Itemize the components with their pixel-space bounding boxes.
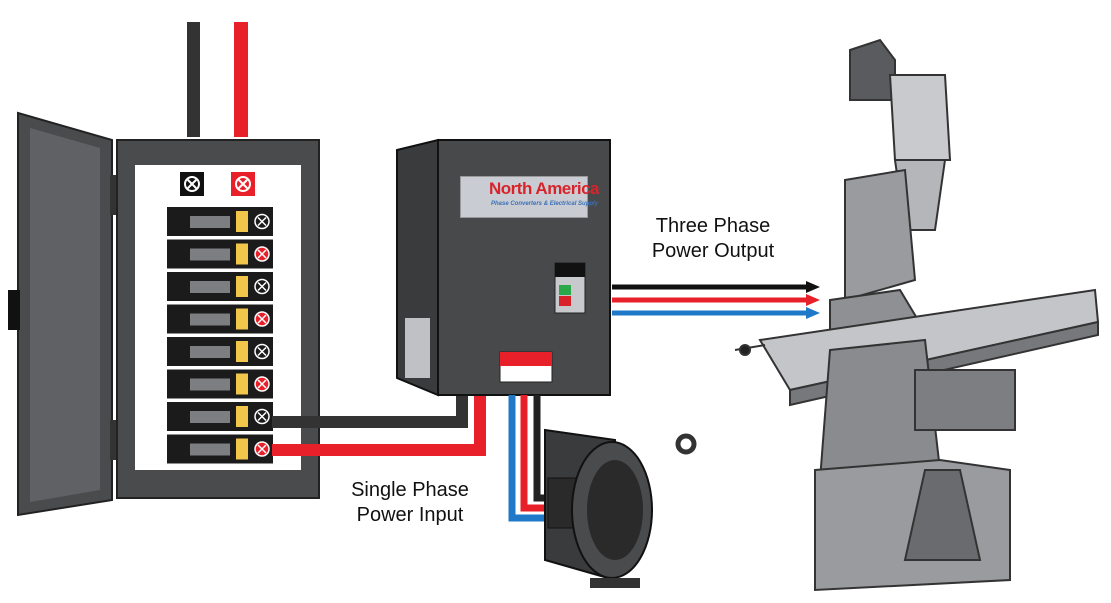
output-label-line1: Three Phase [655,215,771,237]
supply-wires [187,22,248,137]
breaker-rows [167,207,273,464]
breaker [167,402,273,431]
electric-motor [544,428,697,588]
output-label: Three Phase Power Output [628,214,798,264]
breaker [167,207,273,236]
breaker [167,239,273,269]
breaker [167,434,273,464]
input-label: Single Phase Power Input [330,478,490,528]
phase-converter [396,138,611,397]
breaker-panel-door [8,111,118,517]
logo-tagline: Phase Converters & Electrical Supply [491,201,599,207]
brand-logo: North America Phase Converters & Electri… [460,176,600,218]
breaker [167,272,273,301]
input-label-line1: Single Phase [351,479,469,501]
logo-brand: North America [489,179,600,198]
breaker [167,369,273,399]
breaker [167,304,273,334]
input-label-line2: Power Input [356,504,464,526]
output-label-line2: Power Output [651,240,775,262]
input-wires [272,393,486,456]
output-wires [612,281,820,319]
breaker [167,337,273,366]
milling-machine [734,38,1100,592]
motor-wires [508,395,548,522]
